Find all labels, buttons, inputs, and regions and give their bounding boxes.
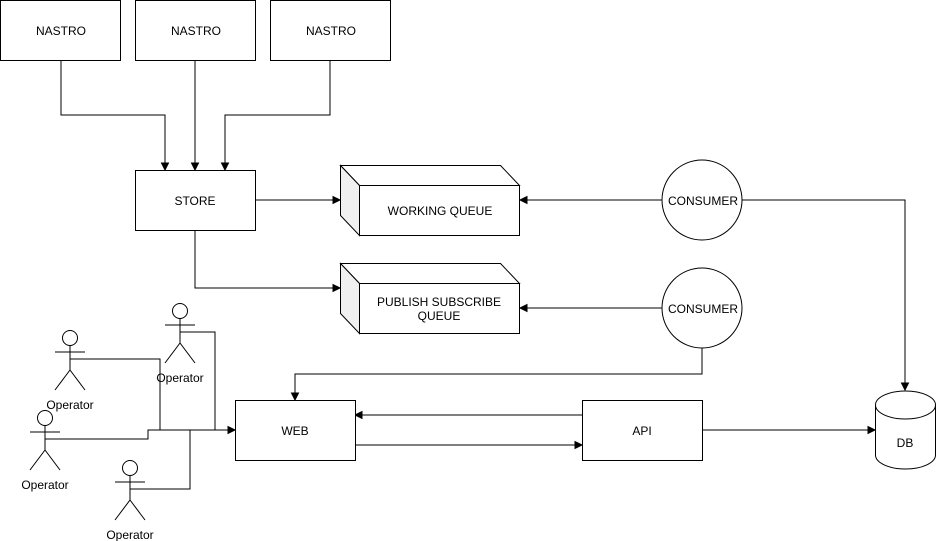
arrowhead xyxy=(900,382,910,392)
edge-operator-4-to-web xyxy=(130,430,191,490)
consumer-node-2: CONSUMER xyxy=(661,267,743,349)
nastro-label: NASTRO xyxy=(306,24,356,38)
consumer-label: CONSUMER xyxy=(668,194,738,208)
edge-store-to-pubsub-queue xyxy=(194,230,334,289)
operator-actor-2: Operator xyxy=(156,303,204,385)
store-label: STORE xyxy=(174,194,215,208)
edge-nastro-3-to-store xyxy=(224,60,331,164)
api-box: API xyxy=(582,400,703,461)
pubsub-queue-box: PUBLISH SUBSCRIBE QUEUE xyxy=(339,262,521,335)
pubsub-queue-label-line2: QUEUE xyxy=(418,309,461,323)
nastro-label: NASTRO xyxy=(36,24,86,38)
operator-actor-4: Operator xyxy=(106,460,154,541)
operator-label: Operator xyxy=(46,398,93,412)
arrowhead xyxy=(332,195,342,205)
arrowhead xyxy=(220,162,230,172)
edge-operator-3-to-web xyxy=(45,429,229,440)
edge-consumer-2-to-web xyxy=(294,348,703,394)
pubsub-queue-label-line1: PUBLISH SUBSCRIBE xyxy=(377,295,501,309)
working-queue-label: WORKING QUEUE xyxy=(388,204,493,218)
consumer-node-1: CONSUMER xyxy=(661,159,743,241)
edge-operator-1-to-web xyxy=(70,358,161,430)
arrowhead xyxy=(290,392,300,402)
nastro-box-2: NASTRO xyxy=(135,0,256,61)
working-queue-box: WORKING QUEUE xyxy=(339,164,521,237)
edges xyxy=(45,60,910,490)
nastro-label: NASTRO xyxy=(171,24,221,38)
operator-actor-1: Operator xyxy=(46,330,94,412)
nastro-box-1: NASTRO xyxy=(0,0,121,61)
arrowhead xyxy=(160,162,170,172)
db-cylinder: DB xyxy=(875,390,936,470)
operator-actor-3: Operator xyxy=(21,410,69,492)
arrowhead xyxy=(518,303,528,313)
arrowhead xyxy=(574,440,584,450)
nastro-box-3: NASTRO xyxy=(270,0,391,61)
arrowhead xyxy=(867,425,877,435)
edge-operator-2-to-web xyxy=(180,331,216,430)
operator-label: Operator xyxy=(21,478,68,492)
arrowhead xyxy=(227,425,237,435)
operator-label: Operator xyxy=(106,528,153,541)
arrowhead xyxy=(190,162,200,172)
web-box: WEB xyxy=(235,400,356,461)
web-label: WEB xyxy=(281,424,308,438)
edge-nastro-1-to-store xyxy=(60,60,166,164)
api-label: API xyxy=(632,424,651,438)
arrowhead xyxy=(518,195,528,205)
edge-consumer-1-to-db xyxy=(742,199,906,384)
store-box: STORE xyxy=(135,170,256,231)
consumer-label: CONSUMER xyxy=(668,302,738,316)
arrowhead xyxy=(332,283,342,293)
db-label: DB xyxy=(897,436,914,450)
arrowhead xyxy=(353,410,363,420)
operator-label: Operator xyxy=(156,371,203,385)
